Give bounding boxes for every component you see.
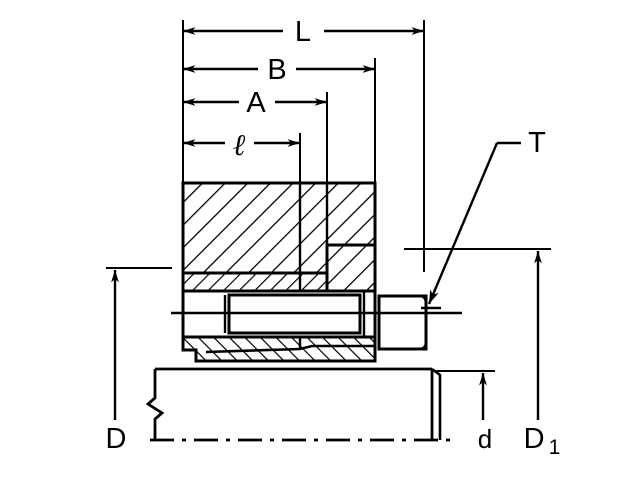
base-plate-chamfer-edge: [431, 367, 442, 440]
lower-flange-taper-line: [205, 344, 375, 354]
dimension-label-D: D: [106, 423, 127, 455]
lower-flange-group: [181, 335, 377, 363]
stud-head-rounded-edge: [418, 294, 428, 351]
horizontal-dimensions-group: [182, 27, 425, 147]
dimension-label-d: d: [478, 424, 492, 454]
housing-body-group: [181, 181, 377, 293]
dimension-label-L: L: [295, 16, 311, 48]
vertical-dimensions-group: [111, 250, 542, 420]
dimension-label-A: A: [246, 87, 266, 119]
stud-head-outline: [377, 294, 428, 351]
housing-right-column-hatch: [327, 245, 375, 291]
leader-T-group: [427, 141, 521, 305]
centerlines-group: [150, 311, 462, 442]
dimension-label-l: ℓ: [233, 129, 246, 162]
dimension-label-T: T: [528, 127, 546, 159]
base-plate-break-line-left: [145, 369, 165, 440]
dimension-label-D1-base: D: [524, 423, 545, 455]
dimension-label-D1-subscript: 1: [549, 436, 561, 459]
housing-lower-band-hatch: [183, 273, 327, 291]
vertical-dimension-witness-lines: [106, 248, 551, 372]
stud-head-group: [377, 294, 428, 351]
extension-lines-group: [182, 20, 425, 288]
dimension-label-B: B: [267, 54, 286, 86]
base-plate-group: [145, 367, 442, 440]
leader-T-line: [427, 142, 499, 305]
